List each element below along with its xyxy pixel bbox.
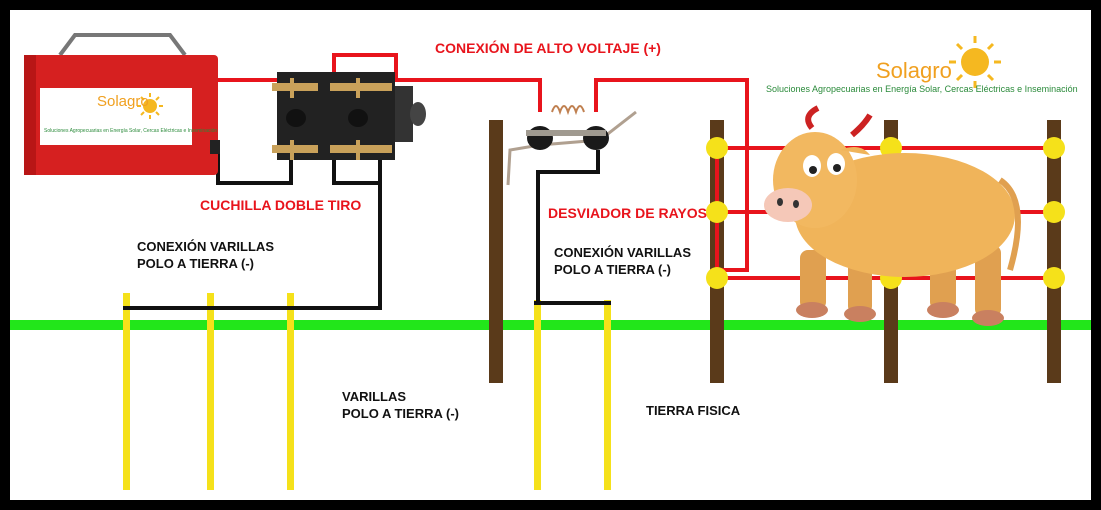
double-throw-switch-label: CUCHILLA DOBLE TIRO (200, 197, 362, 213)
knife-switch-icon (272, 72, 426, 160)
sun-icon (949, 36, 1001, 88)
cow-icon (764, 105, 1021, 326)
ground-rods-left-wire (123, 160, 382, 310)
ground-rods-connection-left-line2: POLO A TIERRA (-) (137, 256, 254, 271)
switch-to-diverter-wire (332, 53, 542, 112)
ground-rods-connection-middle-line1: CONEXIÓN VARILLAS (554, 245, 691, 260)
sun-icon (137, 93, 163, 119)
brand-logo-name: Solagro (876, 58, 952, 83)
switch-ground-wire (332, 150, 380, 185)
energizer-box-icon (24, 33, 220, 175)
insulator (706, 137, 728, 159)
insulator (706, 267, 728, 289)
ground-rod (207, 293, 214, 490)
rods-label-line1: VARILLAS (342, 389, 407, 404)
high-voltage-label: CONEXIÓN DE ALTO VOLTAJE (+) (435, 40, 661, 56)
diverter-ground-wire (536, 150, 600, 303)
ground-level-line (10, 320, 1091, 330)
ground-rod (123, 293, 130, 490)
ground-rods-connection-middle-line2: POLO A TIERRA (-) (554, 262, 671, 277)
insulator (1043, 267, 1065, 289)
insulator (1043, 137, 1065, 159)
fence-post (1047, 120, 1061, 383)
brand-logo-tagline: Soluciones Agropecuarias en Energía Sola… (766, 84, 1078, 94)
rods-label-line2: POLO A TIERRA (-) (342, 406, 459, 421)
energizer-brand-name: Solagro (97, 93, 149, 110)
insulator (1043, 201, 1065, 223)
physical-ground-label: TIERRA FISICA (646, 403, 741, 418)
ground-rod (604, 300, 611, 490)
ground-rods-left (123, 293, 294, 490)
ground-rod (534, 300, 541, 490)
insulator (706, 201, 728, 223)
ground-rods-connection-left-line1: CONEXIÓN VARILLAS (137, 239, 274, 254)
ground-rod (287, 293, 294, 490)
fence-post (489, 120, 503, 383)
lightning-arrester-icon (506, 105, 637, 186)
energizer-brand-tagline: Soluciones Agropecuarias en Energía Sola… (44, 128, 218, 134)
lightning-diverter-label: DESVIADOR DE RAYOS (548, 205, 707, 221)
diverter-to-fence-wire (594, 78, 749, 272)
ground-rods-middle (534, 300, 611, 490)
